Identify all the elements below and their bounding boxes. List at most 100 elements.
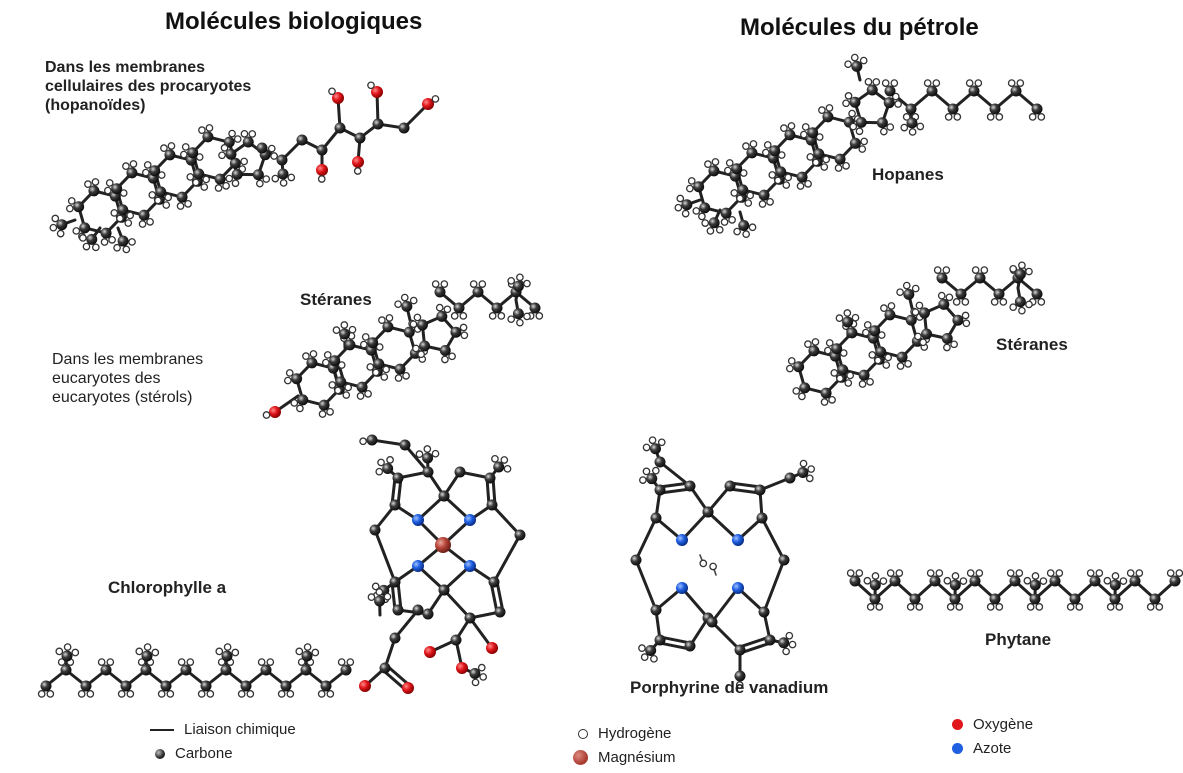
hydrogen-atom xyxy=(67,197,76,205)
hydrogen-atom xyxy=(206,690,215,698)
hydrogen-atom xyxy=(944,113,953,121)
hydrogen-atom xyxy=(863,576,872,585)
bond-line xyxy=(658,460,692,488)
hydrogen-atom xyxy=(916,122,925,131)
hydrogen-atom xyxy=(850,53,859,62)
hydrogen-atom xyxy=(409,296,418,305)
hydrogen-atom xyxy=(861,328,870,337)
hydrogen-atom xyxy=(763,141,772,149)
carbon-atom xyxy=(111,183,123,195)
hydrogen-atom xyxy=(1009,303,1018,312)
carbon-atom xyxy=(438,584,450,596)
hydrogen-atom xyxy=(933,266,942,274)
hydrogen-atom xyxy=(932,79,941,87)
hydrogen-atom xyxy=(215,647,224,656)
carbon-atom xyxy=(439,344,451,356)
hydrogen-atom xyxy=(766,197,774,206)
hydrogen-atom xyxy=(851,313,860,322)
hydrogen-atom xyxy=(106,658,115,666)
hydrogen-atom xyxy=(1039,577,1048,585)
carbon-atom xyxy=(100,664,112,676)
hydrogen-atom xyxy=(192,178,200,187)
hydrogen-atom xyxy=(385,314,394,322)
carbon-atom xyxy=(926,85,938,97)
hydrogen-atom xyxy=(295,647,304,656)
hydrogen-atom xyxy=(804,179,812,188)
bond-line xyxy=(706,484,732,514)
hydrogen-atom xyxy=(875,603,884,611)
hydrogen-atom xyxy=(503,464,512,473)
carbon-atom xyxy=(1014,268,1026,280)
carbon-atom xyxy=(164,149,176,161)
hydrogen-atom xyxy=(866,377,874,386)
hydrogen-atom xyxy=(818,106,826,115)
carbon-atom xyxy=(56,219,68,231)
title-petroleum-molecules: Molécules du pétrole xyxy=(740,14,979,41)
carbon-atom xyxy=(645,644,657,656)
carbon-atom xyxy=(896,351,908,363)
hydrogen-atom xyxy=(792,387,801,395)
carbon-atom xyxy=(382,463,394,475)
hydrogen-atom xyxy=(730,189,739,197)
hydrogen-atom xyxy=(266,658,275,666)
hydrogen-atom xyxy=(768,171,777,179)
legend-magnesium-label: Magnésium xyxy=(598,749,676,766)
hydrogen-atom xyxy=(375,343,384,351)
hydrogen-atom xyxy=(233,135,242,143)
carbon-atom xyxy=(650,604,662,616)
carbon-atom xyxy=(974,272,986,284)
hydrogen-atom xyxy=(796,182,805,190)
carbon-atom xyxy=(242,136,254,148)
hydrogen-atom xyxy=(1028,113,1037,121)
carbon-atom xyxy=(256,142,268,154)
hydrogen-atom xyxy=(823,346,832,355)
carbon-atom xyxy=(883,97,895,109)
hydrogen-atom xyxy=(971,266,980,274)
hydrogen-atom xyxy=(1155,603,1164,611)
hydrogen-atom xyxy=(507,315,516,324)
hydrogen-atom xyxy=(906,603,915,611)
hydrogen-atom xyxy=(84,180,92,189)
carbon-atom xyxy=(193,168,205,180)
hydrogen-atom xyxy=(950,340,958,349)
hydrogen-atom xyxy=(782,181,791,189)
hydrogen-atom xyxy=(409,320,418,329)
hydrogen-atom xyxy=(377,458,385,467)
carbon-atom xyxy=(40,680,52,692)
carbon-atom xyxy=(399,439,411,451)
carbon-atom xyxy=(296,134,308,146)
hydrogen-atom xyxy=(879,577,888,585)
hydrogen-atom xyxy=(961,298,970,306)
carbon-atom xyxy=(61,650,73,662)
hydrogen-atom xyxy=(413,313,422,322)
hydrogen-atom xyxy=(787,122,796,130)
carbon-atom xyxy=(918,307,930,319)
carbon-atom xyxy=(1109,593,1121,605)
carbon-atom xyxy=(422,452,434,464)
carbon-atom xyxy=(869,579,881,591)
hydrogen-atom xyxy=(122,245,131,254)
nitrogen-atom xyxy=(676,534,688,546)
hydrogen-atom xyxy=(709,562,717,571)
hydrogen-atom xyxy=(297,658,306,666)
nitrogen-atom-icon xyxy=(952,743,963,754)
carbon-atom xyxy=(484,472,496,484)
legend-carbon-label: Carbone xyxy=(175,745,233,762)
hydrogen-atom xyxy=(198,126,206,135)
hydrogen-atom xyxy=(946,603,955,611)
hydrogen-atom xyxy=(844,60,852,69)
hydrogen-atom xyxy=(344,383,353,392)
carbon-atom xyxy=(202,131,214,143)
hydrogen-atom xyxy=(491,454,499,463)
hydrogen-atom xyxy=(986,113,995,121)
hydrogen-atom xyxy=(237,690,246,698)
bond-line xyxy=(710,620,742,652)
carbon-atom xyxy=(822,111,834,123)
carbon-atom xyxy=(936,272,948,284)
hydrogen-atom xyxy=(911,284,920,293)
hydrogen-atom xyxy=(119,189,128,197)
bond-line xyxy=(495,579,505,613)
hydrogen-atom xyxy=(915,301,924,310)
hydrogen-atom xyxy=(367,81,375,90)
hydrogen-atom xyxy=(674,203,683,212)
